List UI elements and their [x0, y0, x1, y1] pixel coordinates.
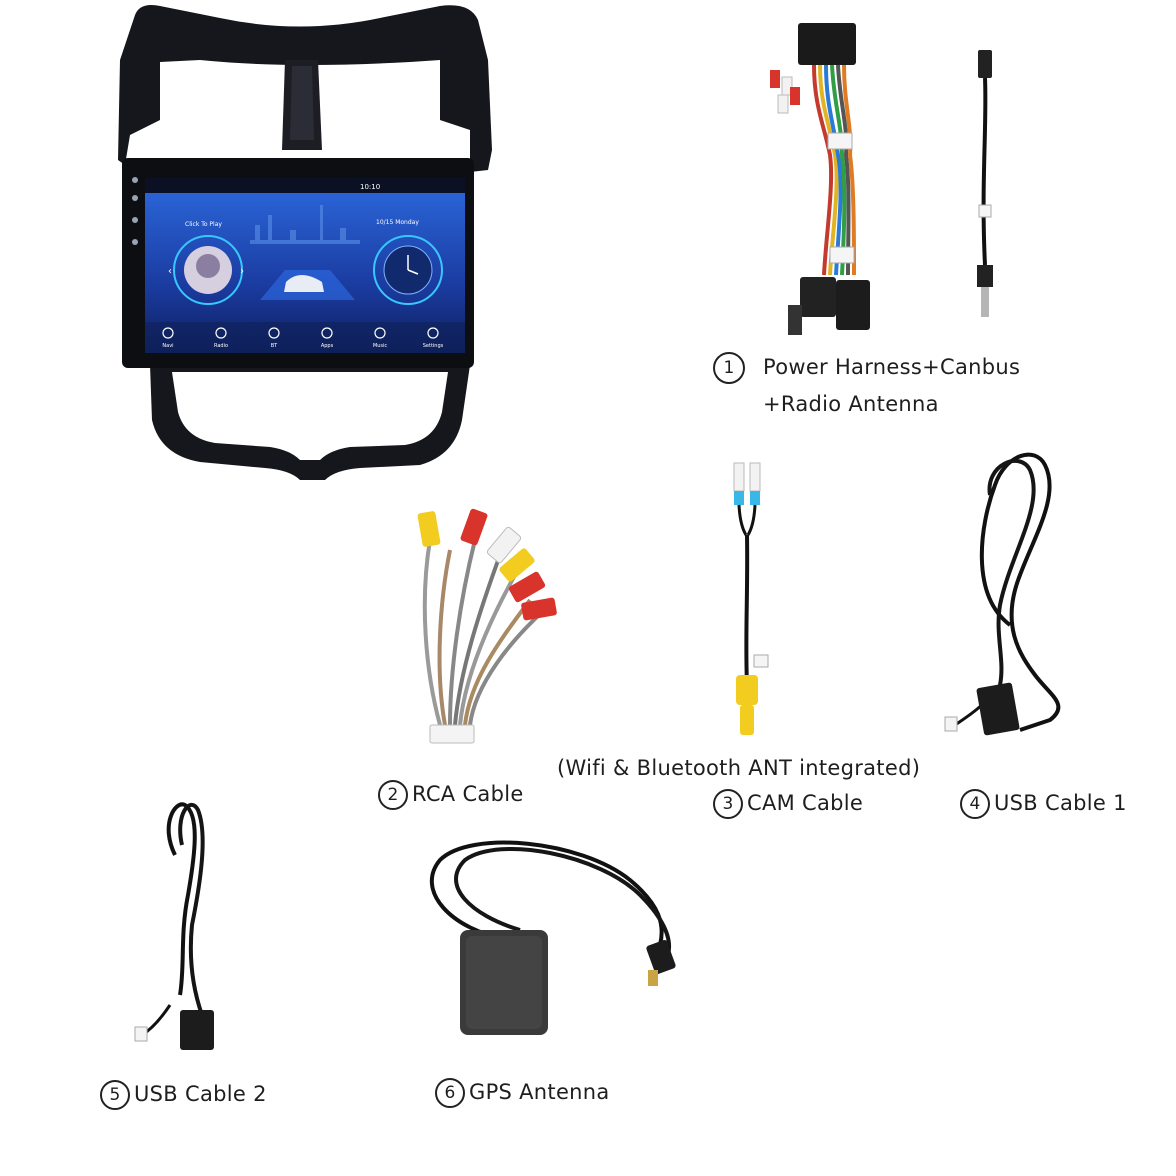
dock-icon-apps[interactable] [321, 327, 333, 339]
dock-label-bt: BT [271, 343, 278, 349]
item-5-title: USB Cable 2 [134, 1082, 267, 1106]
dock-label-navi: Navi [162, 343, 173, 349]
gps-antenna-image [429, 840, 676, 1035]
next-icon[interactable]: › [240, 266, 244, 277]
item-1-number: 1 [713, 352, 745, 384]
prev-icon[interactable]: ‹ [168, 266, 172, 277]
dock-icon-settings[interactable] [427, 327, 439, 339]
item-4-number: 4 [960, 789, 990, 819]
rca-cable-image [417, 508, 557, 744]
item-5-number: 5 [100, 1080, 130, 1110]
item-6-number: 6 [435, 1078, 465, 1108]
usb-cable-1-image [944, 452, 1061, 736]
dash-frame [118, 5, 492, 173]
clock-widget [373, 235, 443, 305]
car-icon [284, 275, 324, 292]
dock-icon-navi[interactable] [162, 327, 174, 339]
item-2-title: RCA Cable [412, 782, 524, 806]
item-3-note: (Wifi & Bluetooth ANT integrated) [557, 756, 921, 780]
date-label: 10/15 Monday [376, 219, 419, 226]
radio-antenna-image [977, 50, 993, 317]
music-widget[interactable] [173, 235, 243, 305]
item-1-caption: 1 Power Harness+Canbus [713, 352, 1020, 384]
usb-cable-2-image [134, 802, 214, 1050]
cam-cable-image [733, 462, 769, 735]
dock-label-music: Music [373, 343, 387, 349]
item-2-number: 2 [378, 780, 408, 810]
dock-icon-radio[interactable] [215, 327, 227, 339]
item-4-title: USB Cable 1 [994, 791, 1127, 815]
dock-label-settings: Settings [423, 343, 444, 349]
item-6-title: GPS Antenna [469, 1080, 610, 1104]
status-time: 10:10 [360, 183, 380, 191]
item-1-subtitle: +Radio Antenna [763, 392, 939, 416]
dock-label-radio: Radio [214, 343, 228, 349]
item-1-title: Power Harness+Canbus [763, 355, 1021, 379]
power-harness-image [770, 23, 870, 335]
item-3-number: 3 [713, 789, 743, 819]
head-unit-image: 10:10 Click To Play 10/15 Monday ‹ › Nav… [118, 5, 492, 480]
dock-icon-bt[interactable] [268, 327, 280, 339]
item-3-title: CAM Cable [747, 791, 864, 815]
dock-label-apps: Apps [321, 343, 334, 349]
app-dock [145, 322, 465, 353]
dock-icon-music[interactable] [374, 327, 386, 339]
click-to-play-label: Click To Play [185, 221, 222, 228]
